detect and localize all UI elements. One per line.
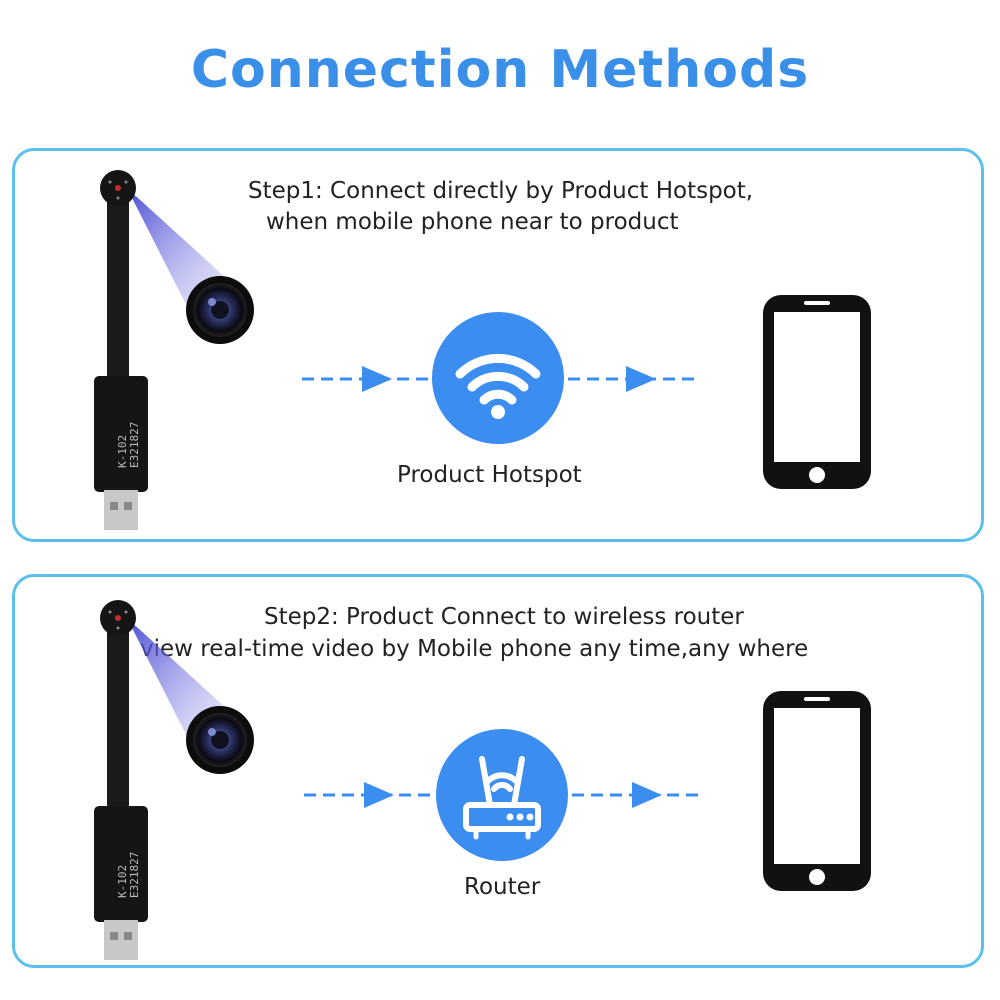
usb-camera-device: K-102 E321827 — [94, 170, 254, 530]
page-title: Connection Methods — [190, 40, 810, 100]
step1-text-line2: when mobile phone near to product — [266, 209, 679, 235]
router-icon — [463, 756, 541, 840]
mobile-phone-icon — [763, 295, 871, 489]
mobile-phone-icon — [763, 691, 871, 891]
step2-text-line1: Step2: Product Connect to wireless route… — [264, 604, 744, 630]
device-model-label: K-102 — [116, 865, 129, 898]
router-hub — [436, 729, 568, 861]
arrow-device-to-hub — [302, 366, 432, 392]
arrow-hub-to-phone — [568, 366, 698, 392]
step2-text-line2: view real-time video by Mobile phone any… — [140, 636, 809, 662]
hotspot-hub — [432, 312, 564, 444]
device-serial-label: E321827 — [128, 852, 141, 898]
usb-camera-device: K-102 E321827 — [94, 600, 254, 960]
step1-text-line1: Step1: Connect directly by Product Hotsp… — [248, 178, 754, 204]
hotspot-label: Product Hotspot — [397, 462, 582, 488]
arrow-device-to-router — [304, 782, 434, 808]
device-model-label: K-102 — [116, 435, 129, 468]
router-label: Router — [464, 874, 541, 900]
arrow-router-to-phone — [572, 782, 702, 808]
wifi-icon — [455, 353, 541, 419]
device-serial-label: E321827 — [128, 422, 141, 468]
